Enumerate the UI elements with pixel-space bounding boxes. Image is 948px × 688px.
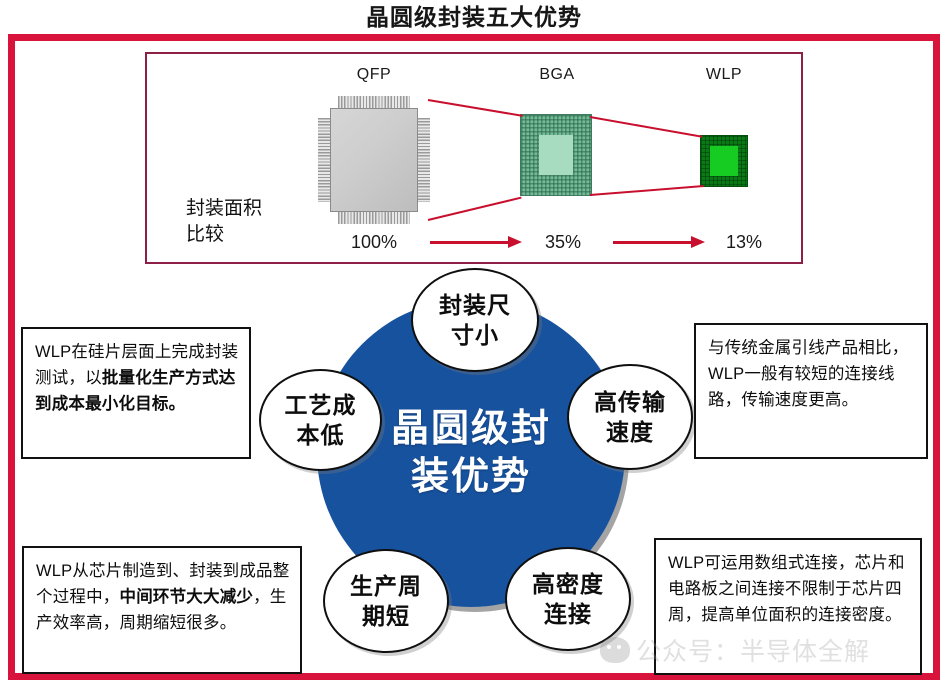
area-comparison-label-text: 封装面积比较 <box>186 198 263 245</box>
bubble-line1: 高密度 <box>532 571 604 597</box>
bubble-line2: 连接 <box>544 601 592 627</box>
bubble-line1: 封装尺 <box>439 292 511 318</box>
qfp-pins-top <box>338 96 410 109</box>
qfp-body <box>330 108 418 212</box>
advantage-bubble-transmission-speed[interactable]: 高传输 速度 <box>567 364 693 470</box>
arrow-head <box>691 236 705 248</box>
callout-bl-bold: 中间环节大大减少 <box>119 588 254 606</box>
package-label-bga: BGA <box>539 66 575 83</box>
advantage-bubble-package-size[interactable]: 封装尺 寸小 <box>411 268 539 372</box>
qfp-pins-right <box>417 118 430 202</box>
advantage-bubble-low-cost[interactable]: 工艺成 本低 <box>259 369 382 471</box>
callout-br-plain: WLP可运用数组式连接，芯片和电路板之间连接不限制于芯片四周，提高单位面积的连接… <box>668 554 905 624</box>
callout-bottom-left: WLP从芯片制造到、封装到成品整个过程中，中间环节大大减少，生产效率高，周期缩短… <box>22 546 302 674</box>
wlp-package-graphic <box>700 135 748 187</box>
arrow-shaft <box>430 241 510 244</box>
area-comparison-label: 封装面积比较 <box>186 196 276 248</box>
bubble-line1: 高传输 <box>594 389 666 415</box>
qfp-pins-left <box>318 118 331 202</box>
callout-top-right: 与传统金属引线产品相比，WLP一般有较短的连接线路，传输速度更高。 <box>694 323 928 459</box>
bga-die-area <box>539 135 573 175</box>
callout-bl-plain-1: WLP从芯片制造到、封装到成品整个过程中， <box>36 562 290 606</box>
callout-bottom-right: WLP可运用数组式连接，芯片和电路板之间连接不限制于芯片四周，提高单位面积的连接… <box>654 538 922 675</box>
qfp-package-graphic <box>318 96 430 224</box>
advantage-bubble-short-cycle[interactable]: 生产周 期短 <box>323 549 449 653</box>
bubble-line2: 速度 <box>606 419 654 445</box>
arrow-qfp-to-bga <box>430 236 522 248</box>
arrow-shaft <box>613 241 693 244</box>
package-comparison-panel <box>145 52 803 264</box>
callout-tr-plain: 与传统金属引线产品相比，WLP一般有较短的连接线路，传输速度更高。 <box>708 339 909 409</box>
area-percent-bga: 35% <box>544 232 582 252</box>
package-label-qfp: QFP <box>356 66 392 83</box>
center-circle-label: 晶圆级封 装优势 <box>317 299 625 607</box>
callout-tl-plain: WLP在硅片层面上完成封装测试，以 <box>35 343 239 387</box>
wlp-die-area <box>710 146 738 176</box>
area-percent-qfp: 100% <box>350 232 398 252</box>
callout-tl-bold: 批量化生产方式达到成本最小化目标。 <box>35 369 236 413</box>
arrow-bga-to-wlp <box>613 236 705 248</box>
center-label-line2: 装优势 <box>410 456 531 498</box>
area-percent-wlp: 13% <box>725 232 763 252</box>
bga-package-graphic <box>520 114 592 196</box>
callout-bl-plain-2: ，生产效率高，周期缩短很多。 <box>36 588 287 632</box>
advantage-bubble-high-density[interactable]: 高密度 连接 <box>505 547 631 651</box>
center-label-line1: 晶圆级封 <box>390 408 551 450</box>
bubble-line2: 寸小 <box>451 322 499 348</box>
arrow-head <box>508 236 522 248</box>
callout-top-left: WLP在硅片层面上完成封装测试，以批量化生产方式达到成本最小化目标。 <box>21 327 251 459</box>
bubble-line1: 生产周 <box>350 573 422 599</box>
package-label-wlp: WLP <box>705 66 743 83</box>
page-title: 晶圆级封装五大优势 <box>366 4 582 30</box>
bubble-line1: 工艺成 <box>284 392 357 418</box>
bubble-line2: 本低 <box>296 422 345 448</box>
bubble-line2: 期短 <box>362 603 410 629</box>
qfp-pins-bottom <box>338 211 410 224</box>
